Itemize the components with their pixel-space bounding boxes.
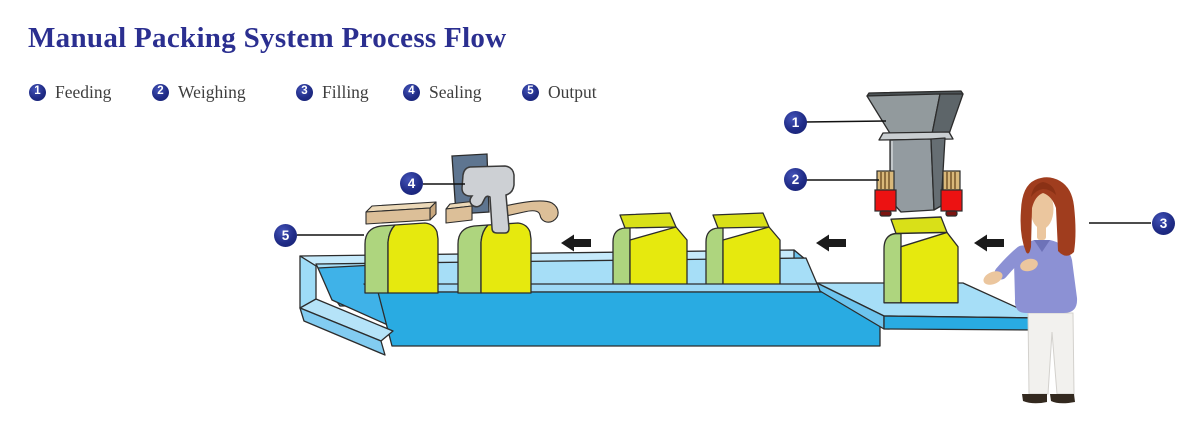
legend-item-feeding: 1 Feeding bbox=[29, 82, 111, 102]
open-bag-1 bbox=[612, 212, 688, 292]
left-arrow-icon-1 bbox=[561, 234, 591, 252]
worker-hand-left bbox=[983, 271, 1003, 285]
worker-face bbox=[1030, 189, 1054, 229]
step-1-label: Feeding bbox=[55, 81, 112, 102]
seal-band-1 bbox=[365, 201, 437, 225]
sealed-bag-output bbox=[364, 201, 439, 294]
step-3-badge: 3 bbox=[296, 83, 313, 101]
seal-strip-curl bbox=[504, 200, 559, 223]
step-3-label: Filling bbox=[322, 81, 369, 102]
step-1-badge: 1 bbox=[29, 83, 46, 101]
worker-arm-folded bbox=[1030, 245, 1069, 274]
step-4-label: Sealing bbox=[429, 81, 482, 102]
callout-1-feeding: 1 bbox=[784, 111, 807, 134]
weigher-right bbox=[940, 170, 963, 217]
worker-hand-right bbox=[1020, 258, 1038, 272]
worker bbox=[983, 177, 1078, 404]
callout-3-filling: 3 bbox=[1152, 212, 1175, 235]
output-tray-beam bbox=[299, 298, 394, 356]
callout-4-sealing: 4 bbox=[400, 172, 423, 195]
step-5-label: Output bbox=[548, 81, 597, 102]
worker-shoe-right bbox=[1050, 394, 1075, 404]
conveyor-front bbox=[363, 283, 881, 347]
legend-item-filling: 3 Filling bbox=[296, 82, 369, 102]
hopper-funnel bbox=[866, 93, 941, 136]
worker-vneck bbox=[1034, 240, 1050, 252]
callout-2-weighing: 2 bbox=[784, 168, 807, 191]
bag-at-sealer bbox=[457, 222, 532, 294]
seal-band-2 bbox=[445, 200, 559, 224]
left-arrow-icon-3 bbox=[974, 234, 1004, 252]
legend-item-output: 5 Output bbox=[522, 82, 597, 102]
bag-under-hopper bbox=[883, 216, 959, 304]
step-4-badge: 4 bbox=[403, 83, 420, 101]
legend: 1 Feeding 2 Weighing 3 Filling 4 Sealing… bbox=[0, 82, 1200, 104]
callout-5-output: 5 bbox=[274, 224, 297, 247]
sealing-station bbox=[445, 153, 559, 294]
step-2-label: Weighing bbox=[178, 81, 246, 102]
open-bag-2 bbox=[705, 212, 781, 292]
worker-pants bbox=[1027, 312, 1075, 395]
worker-shoe-left bbox=[1022, 394, 1047, 404]
sealer-arm bbox=[461, 165, 515, 234]
leader-lines bbox=[297, 120, 1151, 236]
left-arrow-icon-2 bbox=[816, 234, 846, 252]
step-2-badge: 2 bbox=[152, 83, 169, 101]
page-title: Manual Packing System Process Flow bbox=[28, 22, 507, 54]
weigher-left bbox=[874, 170, 897, 217]
step-5-badge: 5 bbox=[522, 83, 539, 101]
leader-line-1 bbox=[804, 120, 887, 123]
legend-item-sealing: 4 Sealing bbox=[403, 82, 482, 102]
worker-hair bbox=[1020, 177, 1076, 256]
worker-hair-fringe bbox=[1031, 182, 1056, 197]
legend-item-weighing: 2 Weighing bbox=[152, 82, 246, 102]
